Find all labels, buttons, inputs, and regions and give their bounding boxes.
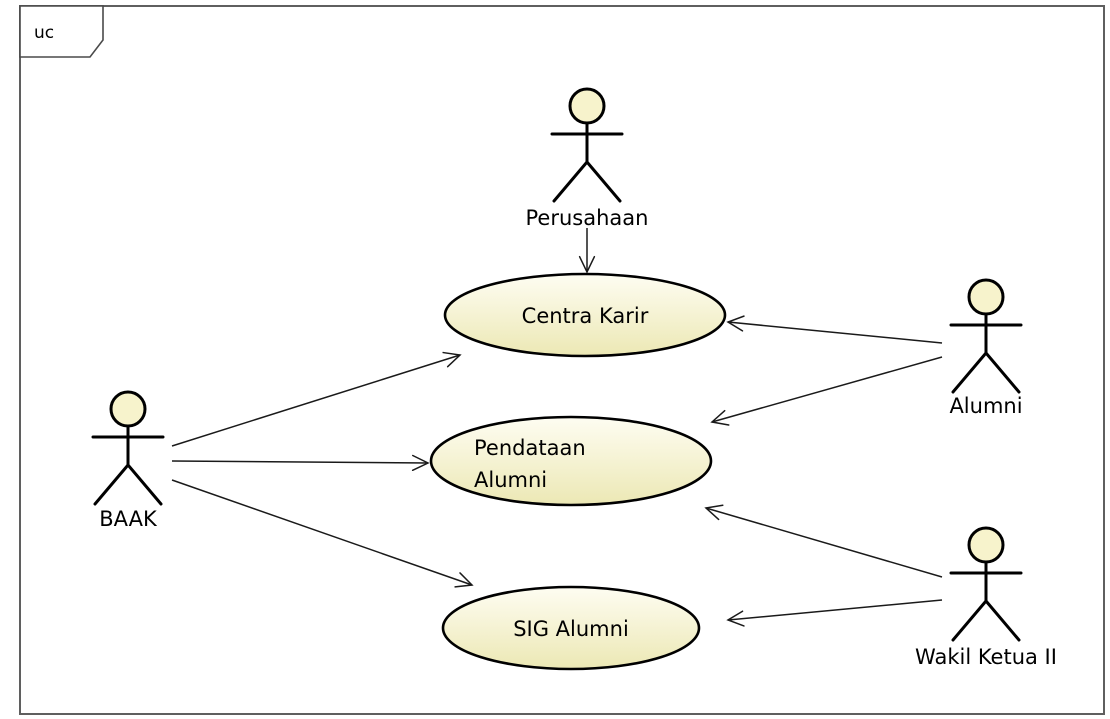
actor-legs xyxy=(951,351,1021,394)
usecase-ellipse xyxy=(443,272,727,358)
frame-tab xyxy=(19,5,104,58)
arrowhead xyxy=(411,454,430,472)
arrowhead xyxy=(442,351,462,368)
usecase-ellipse xyxy=(441,585,701,671)
usecase-sig: SIG Alumni xyxy=(441,585,701,671)
association-baak-pendataan xyxy=(171,454,430,472)
association-alumni-pendataan xyxy=(710,356,943,426)
association-baak-centra xyxy=(171,351,462,447)
actor-wakil: Wakil Ketua II xyxy=(915,526,1057,669)
actor-head xyxy=(967,278,1005,316)
usecase-ellipse xyxy=(429,415,713,507)
association-line xyxy=(727,321,943,344)
usecase-label: Centra Karir xyxy=(522,304,649,328)
actor-name: Wakil Ketua II xyxy=(915,645,1057,669)
actor-name: Alumni xyxy=(949,394,1022,418)
arrowhead xyxy=(726,610,745,627)
actor-baak: BAAK xyxy=(91,390,165,531)
association-line xyxy=(171,460,429,464)
actor-head xyxy=(109,390,147,428)
arrowhead xyxy=(704,504,724,521)
arrowhead xyxy=(454,572,474,588)
usecase-label: Alumni xyxy=(474,468,547,492)
actor-head xyxy=(967,526,1005,564)
association-baak-sig xyxy=(171,479,474,588)
actor-name: Perusahaan xyxy=(526,206,649,230)
actor-head xyxy=(568,87,606,125)
actor-alumni: Alumni xyxy=(949,278,1023,418)
association-line xyxy=(705,507,943,578)
association-line xyxy=(171,354,461,447)
association-wakil-sig xyxy=(726,599,943,627)
frame-label: uc xyxy=(34,23,54,43)
arrowhead xyxy=(726,315,745,332)
actor-name: BAAK xyxy=(99,507,158,531)
association-perusahaan-centra xyxy=(578,228,596,274)
association-alumni-centra xyxy=(726,315,943,344)
actor-legs xyxy=(93,463,163,506)
arrowhead xyxy=(578,255,596,274)
association-wakil-pendataan xyxy=(704,504,943,578)
association-line xyxy=(711,356,943,423)
actor-legs xyxy=(552,160,622,203)
usecase-label: SIG Alumni xyxy=(513,617,629,641)
actor-perusahaan: Perusahaan xyxy=(526,87,649,230)
usecase-centra: Centra Karir xyxy=(443,272,727,358)
association-line xyxy=(727,599,943,621)
arrowhead xyxy=(710,409,730,426)
associations xyxy=(171,228,943,627)
actor-legs xyxy=(951,599,1021,642)
usecase-label: Pendataan xyxy=(474,436,586,460)
association-line xyxy=(171,479,473,586)
